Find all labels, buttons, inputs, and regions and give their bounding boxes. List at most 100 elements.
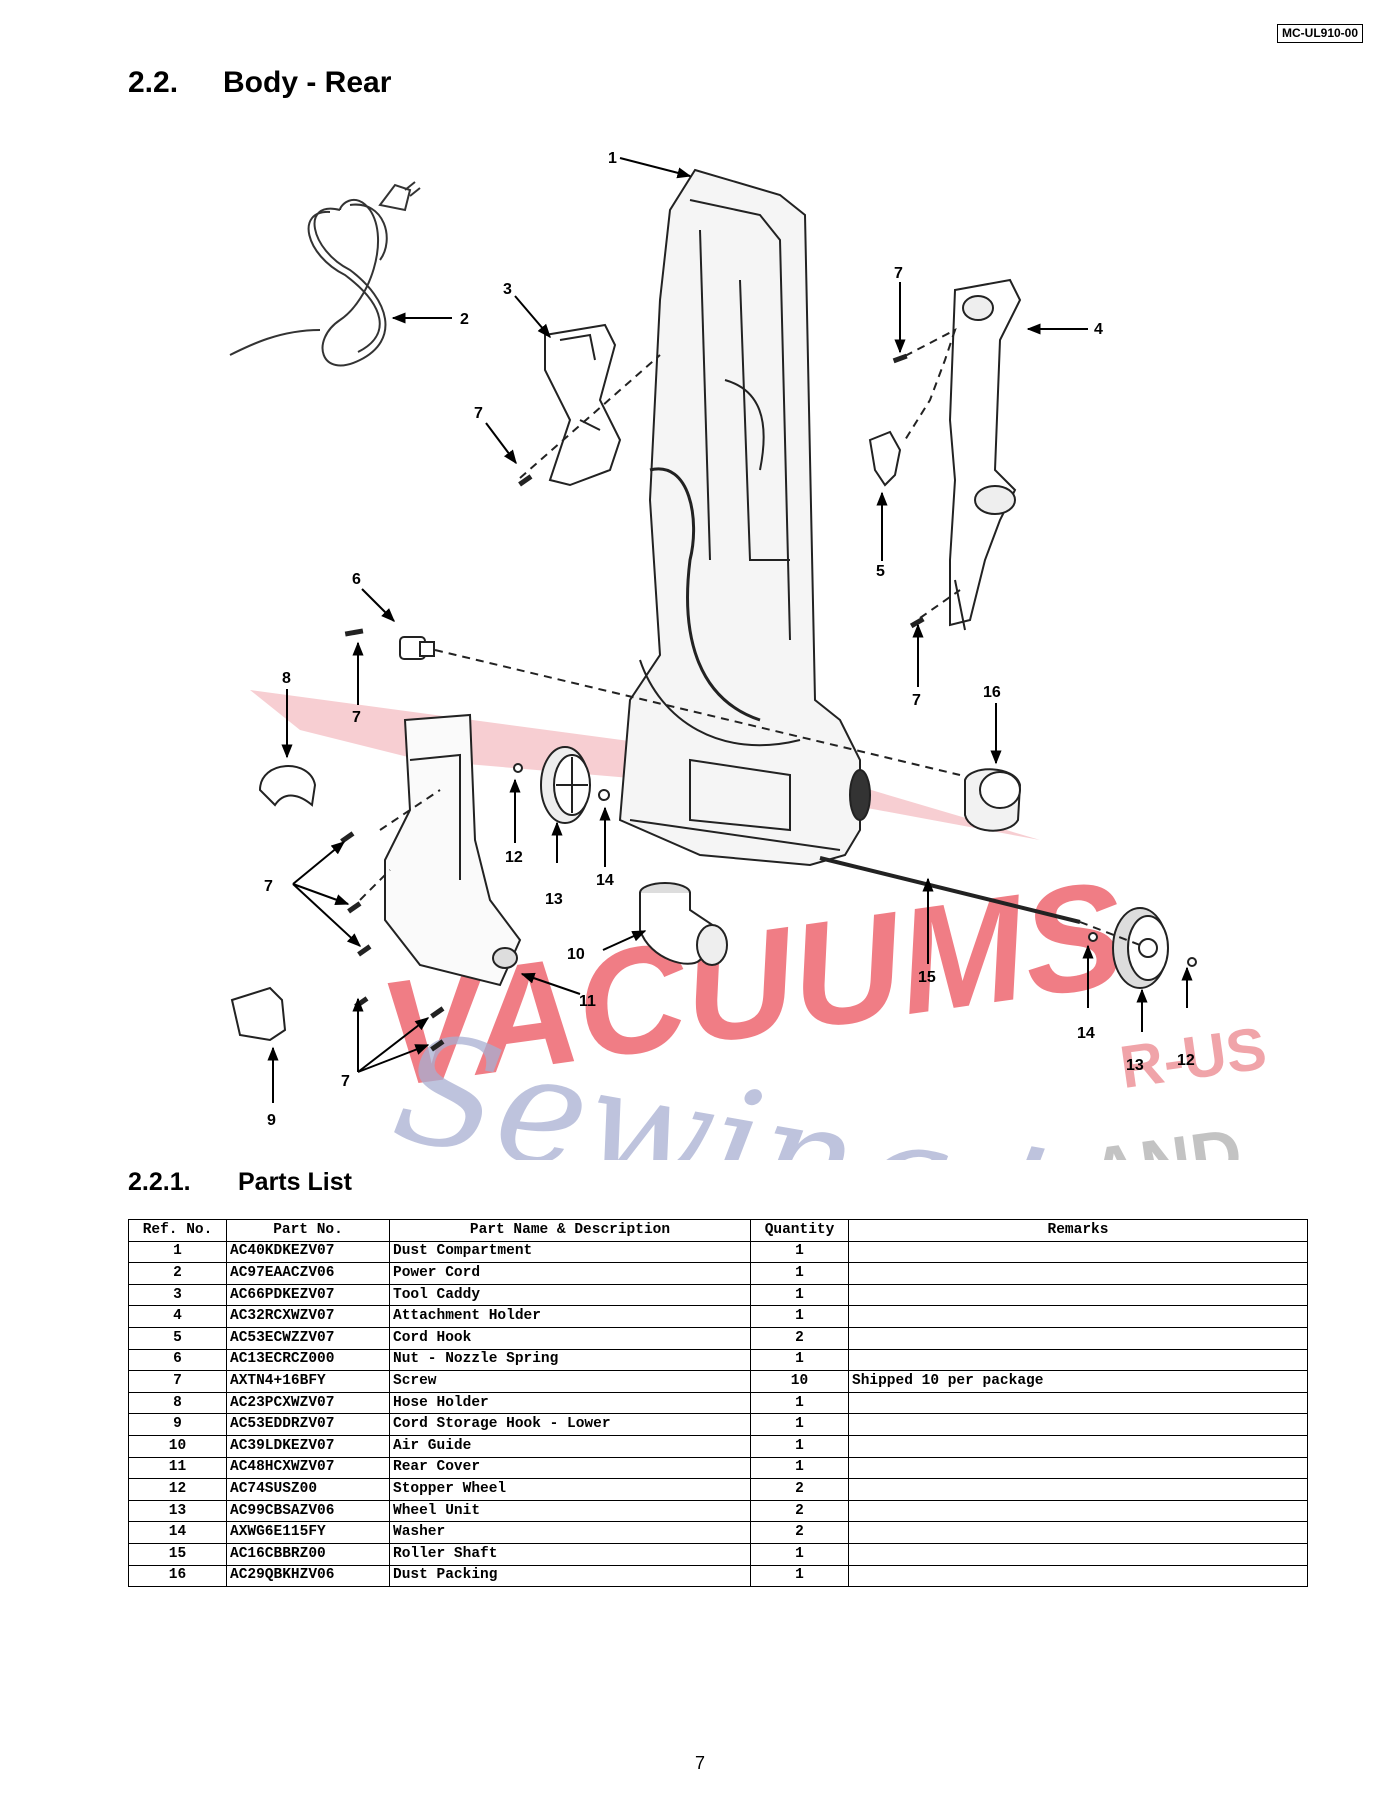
quantity-cell: 1	[750, 1348, 849, 1372]
ref-no-cell: 4	[128, 1305, 227, 1328]
ref-no-cell: 10	[128, 1434, 227, 1458]
callout-7-a: 7	[894, 265, 903, 282]
part-dust-compartment	[618, 168, 871, 867]
callout-8: 8	[282, 670, 291, 687]
ref-no-cell: 9	[128, 1413, 227, 1436]
part-no-cell: AC99CBSAZV06	[226, 1499, 390, 1523]
remarks-cell	[848, 1478, 1308, 1501]
assembly-dashed-lines	[359, 327, 1141, 946]
callout-7-d: 7	[352, 709, 361, 726]
part-name-cell: Hose Holder	[389, 1391, 751, 1415]
remarks-cell	[848, 1434, 1308, 1458]
section-number: 2.2.	[128, 66, 179, 99]
ref-no-cell: 12	[128, 1478, 227, 1501]
header-remarks: Remarks	[848, 1219, 1308, 1242]
quantity-cell: 1	[750, 1283, 849, 1307]
quantity-cell: 1	[750, 1564, 849, 1588]
remarks-cell	[848, 1348, 1308, 1372]
header-ref-no: Ref. No.	[128, 1219, 227, 1242]
part-no-cell: AXWG6E115FY	[226, 1521, 390, 1544]
callout-5: 5	[876, 563, 885, 580]
callout-9: 9	[267, 1112, 276, 1129]
callout-14-b: 14	[1077, 1025, 1095, 1042]
screws	[340, 353, 925, 1052]
quantity-cell: 10	[750, 1370, 849, 1393]
callout-2: 2	[460, 311, 469, 328]
remarks-cell: Shipped 10 per package	[848, 1370, 1308, 1393]
callout-15: 15	[918, 969, 936, 986]
ref-no-cell: 13	[128, 1499, 227, 1523]
part-name-cell: Rear Cover	[389, 1456, 751, 1480]
remarks-cell	[848, 1283, 1308, 1307]
quantity-cell: 1	[750, 1305, 849, 1328]
ref-no-cell: 16	[128, 1564, 227, 1588]
part-no-cell: AC74SUSZ00	[226, 1478, 390, 1501]
part-no-cell: AXTN4+16BFY	[226, 1370, 390, 1393]
part-no-cell: AC39LDKEZV07	[226, 1434, 390, 1458]
callout-16: 16	[983, 684, 1001, 701]
callout-12-b: 12	[1177, 1052, 1195, 1069]
part-name-cell: Power Cord	[389, 1262, 751, 1285]
part-cord-hook	[868, 430, 902, 487]
subsection-heading: 2.2.1.Parts List	[128, 1168, 352, 1197]
callout-14-a: 14	[596, 872, 614, 889]
part-name-cell: Nut - Nozzle Spring	[389, 1348, 751, 1372]
part-hose-holder	[258, 765, 317, 807]
ref-no-cell: 15	[128, 1542, 227, 1566]
ref-no-cell: 8	[128, 1391, 227, 1415]
part-cord-storage-hook	[230, 986, 287, 1042]
part-no-cell: AC23PCXWZV07	[226, 1391, 390, 1415]
parts-list-table: Ref. No. Part No. Part Name & Descriptio…	[128, 1219, 1308, 1588]
remarks-cell	[848, 1240, 1308, 1264]
quantity-cell: 2	[750, 1521, 849, 1544]
part-no-cell: AC97EAACZV06	[226, 1262, 390, 1285]
callout-12-a: 12	[505, 849, 523, 866]
part-no-cell: AC48HCXWZV07	[226, 1456, 390, 1480]
callout-11: 11	[579, 993, 596, 1010]
subsection-title: Parts List	[238, 1168, 352, 1196]
remarks-cell	[848, 1391, 1308, 1415]
part-name-cell: Dust Compartment	[389, 1240, 751, 1264]
part-name-cell: Cord Storage Hook - Lower	[389, 1413, 751, 1436]
quantity-cell: 1	[750, 1391, 849, 1415]
ref-no-cell: 3	[128, 1283, 227, 1307]
document-code: MC-UL910-00	[1277, 24, 1364, 43]
quantity-cell: 1	[750, 1456, 849, 1480]
part-no-cell: AC29QBKHZV06	[226, 1564, 390, 1588]
part-name-cell: Roller Shaft	[389, 1542, 751, 1566]
remarks-cell	[848, 1456, 1308, 1480]
ref-no-cell: 14	[128, 1521, 227, 1544]
quantity-cell: 1	[750, 1434, 849, 1458]
part-name-cell: Washer	[389, 1521, 751, 1544]
part-name-cell: Screw	[389, 1370, 751, 1393]
parts-table-header: Ref. No. Part No. Part Name & Descriptio…	[128, 1219, 1308, 1242]
ref-no-cell: 1	[128, 1240, 227, 1264]
quantity-cell: 2	[750, 1478, 849, 1501]
page-number: 7	[694, 1753, 705, 1773]
part-name-cell: Air Guide	[389, 1434, 751, 1458]
part-power-cord	[229, 181, 421, 367]
part-air-guide	[639, 882, 728, 966]
ref-no-cell: 5	[128, 1326, 227, 1350]
header-quantity: Quantity	[750, 1219, 849, 1242]
part-name-cell: Tool Caddy	[389, 1283, 751, 1307]
header-part-no: Part No.	[226, 1219, 390, 1242]
part-rear-cover	[384, 713, 522, 987]
remarks-cell	[848, 1564, 1308, 1588]
quantity-cell: 2	[750, 1326, 849, 1350]
part-name-cell: Wheel Unit	[389, 1499, 751, 1523]
remarks-cell	[848, 1499, 1308, 1523]
